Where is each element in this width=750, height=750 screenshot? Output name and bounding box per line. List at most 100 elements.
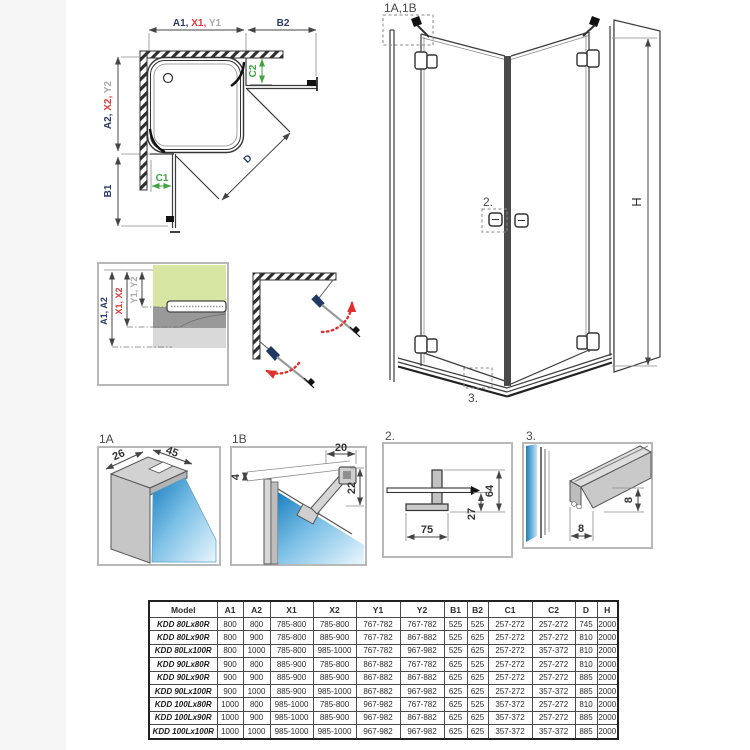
value-cell: 745 [574, 616, 598, 632]
value-cell: 967-982 [355, 710, 401, 726]
value-cell: 767-782 [355, 643, 401, 659]
dim-8-height: 8 [623, 497, 635, 503]
value-cell: 967-982 [399, 724, 445, 740]
value-cell: 1000 [216, 724, 244, 740]
value-cell: 885 [574, 724, 598, 740]
door-swing-schematic [252, 272, 361, 389]
dim-label-c2: C2 [248, 64, 259, 77]
hinge-left-bottom [414, 335, 438, 354]
detail-2: 2. 75 27 64 [382, 429, 513, 558]
detail-1b: 1B 4 20 22 [230, 432, 367, 566]
value-cell: 785-800 [269, 643, 314, 659]
value-cell: 985-1000 [312, 724, 357, 740]
dim-75: 75 [421, 524, 433, 536]
corner-mullion [504, 56, 511, 386]
left-margin [0, 0, 66, 750]
dim-label-a2x2y2: A2, X2, Y2 [103, 80, 114, 129]
detail-3-label: 3. [526, 429, 536, 443]
dim-label-b2: B2 [277, 18, 290, 29]
plan-door-right [230, 58, 318, 133]
value-cell: 810 [574, 630, 598, 645]
dim-27: 27 [466, 508, 478, 520]
value-cell: 885-900 [269, 670, 314, 685]
dim-label-d: D [242, 153, 255, 166]
dim-26: 26 [111, 447, 127, 463]
value-cell: 257-272 [487, 630, 533, 645]
value-cell: 800 [242, 697, 271, 712]
value-cell: 800 [242, 616, 271, 632]
value-cell: 625 [466, 683, 489, 699]
value-cell: 810 [574, 697, 598, 712]
value-cell: 1000 [242, 643, 271, 659]
dim-8-width: 8 [578, 523, 584, 535]
handle-base [405, 503, 449, 512]
table-header-x2: X2 [312, 600, 357, 618]
detail-3: 3. 8 8 [522, 429, 653, 549]
value-cell: 900 [216, 670, 244, 685]
value-cell: 625 [443, 724, 468, 740]
value-cell: 767-782 [355, 630, 401, 645]
table-header-d: D [574, 600, 598, 618]
value-cell: 800 [216, 616, 244, 632]
value-cell: 625 [466, 670, 489, 685]
table-header-a1: A1 [216, 600, 244, 618]
plan-dim-c2: C2 [248, 58, 272, 85]
swing-door-bottom [258, 340, 315, 389]
value-cell: 257-272 [531, 616, 576, 632]
table-header-c2: C2 [531, 600, 576, 618]
glass-panel [151, 477, 217, 563]
value-cell: 867-882 [399, 630, 445, 645]
value-cell: 867-882 [355, 670, 401, 685]
plan-dim-top: A1, X1, Y1 B2 [148, 18, 317, 76]
value-cell: 867-882 [355, 657, 401, 672]
drain [162, 72, 174, 84]
value-cell: 900 [242, 710, 271, 726]
table-header-y2: Y2 [399, 600, 445, 618]
table-header-c1: C1 [487, 600, 533, 618]
value-cell: 967-982 [399, 643, 445, 659]
value-cell: 867-882 [355, 683, 401, 699]
table-header-model: Model [148, 600, 218, 618]
value-cell: 785-800 [312, 657, 357, 672]
value-cell: 867-882 [399, 710, 445, 726]
table-header-h: H [596, 600, 619, 618]
dim-4: 4 [230, 473, 242, 480]
detail-ref-3: 3. [468, 391, 478, 405]
threshold-front-face [580, 451, 652, 509]
section-dim-a: A1, A2 [99, 297, 109, 325]
callout-1a1b: 1A,1B [382, 1, 434, 46]
table-header-b1: B1 [443, 600, 468, 618]
value-cell: 885-900 [269, 657, 314, 672]
value-cell: 2000 [596, 683, 619, 699]
value-cell: 525 [466, 697, 489, 712]
model-cell: KDD 80Lx100R [148, 643, 218, 659]
value-cell: 525 [443, 630, 468, 645]
profile-band-light [153, 328, 226, 348]
value-cell: 867-882 [399, 670, 445, 685]
door-handle-symbol [307, 80, 316, 86]
value-cell: 2000 [596, 643, 619, 659]
value-cell: 625 [466, 710, 489, 726]
hinge-block [266, 346, 280, 361]
detail-2-label: 2. [385, 429, 395, 443]
value-cell: 885-900 [312, 670, 357, 685]
model-cell: KDD 80Lx90R [148, 630, 218, 645]
value-cell: 1000 [216, 697, 244, 712]
dim-45: 45 [164, 444, 180, 459]
return-panel [613, 19, 661, 373]
value-cell: 800 [242, 657, 271, 672]
door-knob-right [514, 213, 529, 228]
value-cell: 525 [443, 643, 468, 659]
value-cell: 785-800 [312, 616, 357, 632]
detail-ref-1a1b: 1A,1B [384, 1, 417, 15]
model-cell: KDD 90Lx80R [148, 657, 218, 672]
detail-1b-label: 1B [232, 432, 247, 446]
value-cell: 800 [216, 630, 244, 645]
value-cell: 625 [443, 710, 468, 726]
